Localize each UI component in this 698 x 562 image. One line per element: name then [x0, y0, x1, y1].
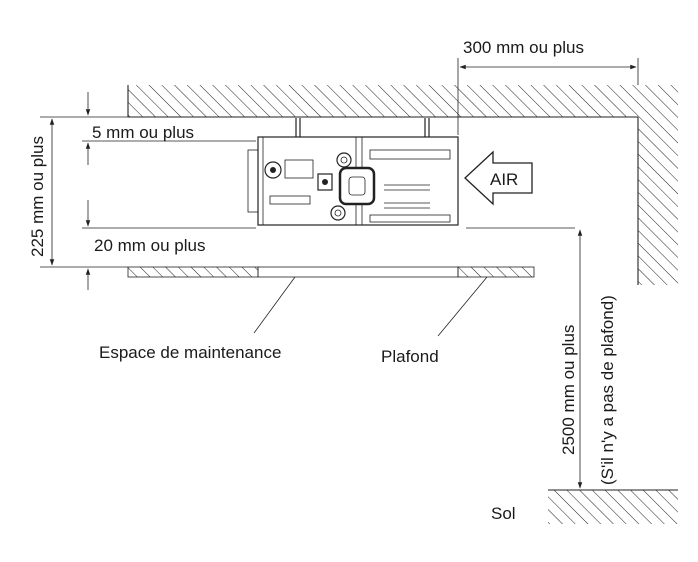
- floor: [548, 489, 678, 524]
- ceiling-slab: [127, 85, 638, 118]
- air-flow-arrow: AIR: [464, 150, 533, 206]
- dim-gap-bottom: 20 mm ou plus: [85, 200, 206, 290]
- dim-height-label: 225 mm ou plus: [28, 136, 47, 257]
- dim-floor-clearance: 2500 mm ou plus (S'il n'y a pas de plafo…: [559, 229, 617, 491]
- ceiling-label: Plafond: [381, 347, 439, 366]
- dim-top-label: 300 mm ou plus: [463, 38, 584, 57]
- dim-top-clearance: 300 mm ou plus: [457, 38, 639, 135]
- floor-label: Sol: [491, 504, 516, 523]
- side-wall: [637, 85, 678, 285]
- extension-lines: [40, 116, 575, 268]
- callouts: Espace de maintenance Plafond Sol: [99, 276, 516, 523]
- dim-gap-top: 5 mm ou plus: [85, 92, 194, 165]
- dim-height: 225 mm ou plus: [28, 118, 55, 266]
- dim-gap-top-label: 5 mm ou plus: [92, 123, 194, 142]
- air-label: AIR: [490, 170, 518, 189]
- dim-gap-bottom-label: 20 mm ou plus: [94, 236, 206, 255]
- dim-floor-label: 2500 mm ou plus: [559, 325, 578, 455]
- false-ceiling: [127, 266, 535, 278]
- indoor-unit: [247, 118, 459, 226]
- dim-floor-note: (S'il n'y a pas de plafond): [598, 295, 617, 485]
- maintenance-space-label: Espace de maintenance: [99, 343, 281, 362]
